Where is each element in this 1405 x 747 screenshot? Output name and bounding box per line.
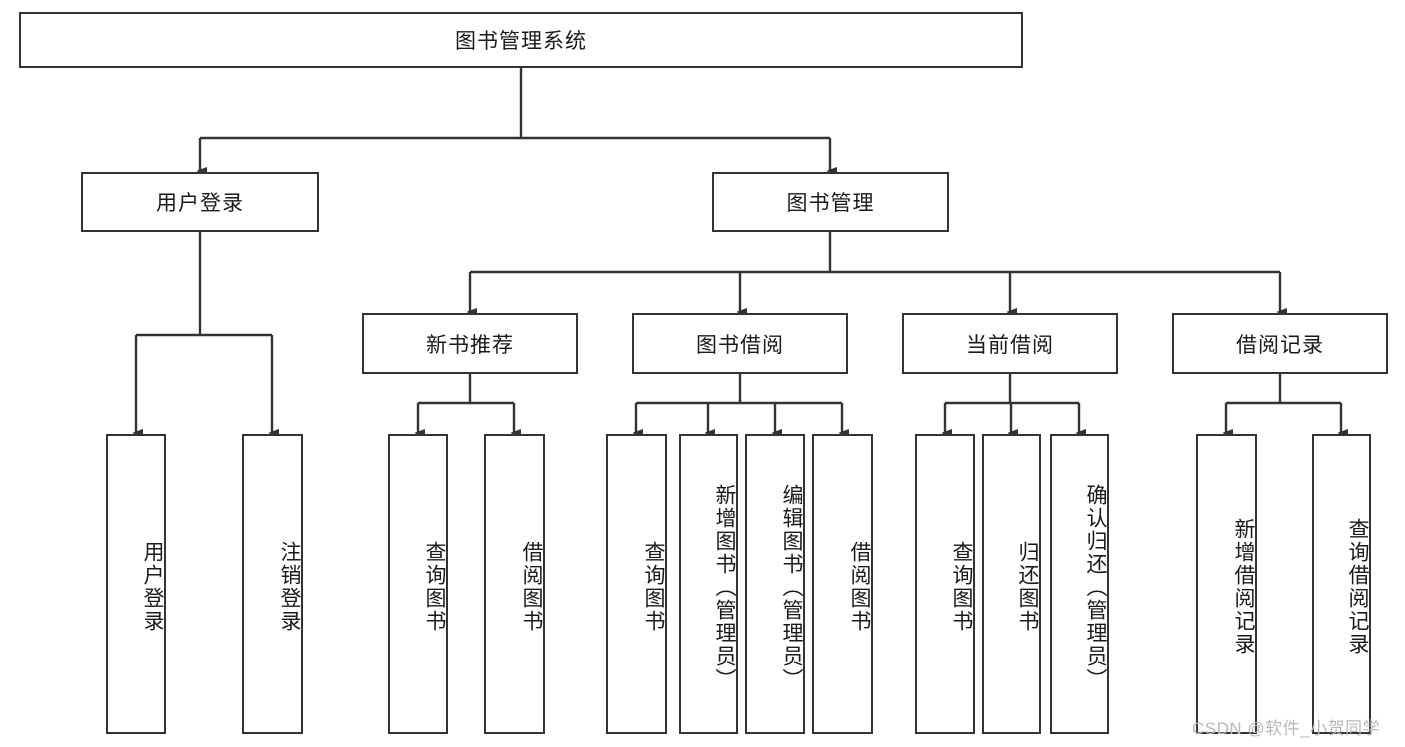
node-leaf-borrow-book-rec-label: 借阅图书 [520, 541, 543, 633]
node-leaf-confirm-return-label: 确认归还（管理员） [1084, 483, 1107, 691]
node-new-book-rec-label: 新书推荐 [426, 333, 514, 357]
node-leaf-query-book-cur[interactable]: 查询图书 [915, 434, 975, 734]
node-leaf-confirm-return[interactable]: 确认归还（管理员） [1050, 434, 1109, 734]
node-leaf-add-record-label: 新增借阅记录 [1232, 518, 1255, 656]
node-leaf-logout-label: 注销登录 [278, 541, 301, 633]
node-leaf-query-book-cur-label: 查询图书 [950, 541, 973, 633]
node-book-borrow[interactable]: 图书借阅 [632, 313, 848, 374]
node-root-label: 图书管理系统 [455, 30, 587, 53]
node-book-manage[interactable]: 图书管理 [712, 172, 949, 232]
node-leaf-user-login-label: 用户登录 [141, 541, 164, 633]
node-leaf-return-book-label: 归还图书 [1016, 541, 1039, 633]
node-leaf-edit-book[interactable]: 编辑图书（管理员） [745, 434, 805, 734]
node-leaf-return-book[interactable]: 归还图书 [982, 434, 1041, 734]
node-leaf-query-book-rec[interactable]: 查询图书 [388, 434, 448, 734]
node-leaf-edit-book-label: 编辑图书（管理员） [780, 483, 803, 691]
node-leaf-add-book[interactable]: 新增图书（管理员） [679, 434, 738, 734]
node-leaf-query-book-label: 查询图书 [642, 541, 665, 633]
node-leaf-user-login[interactable]: 用户登录 [106, 434, 166, 734]
node-current-borrow[interactable]: 当前借阅 [902, 313, 1118, 374]
node-leaf-borrow-book[interactable]: 借阅图书 [812, 434, 873, 734]
node-book-manage-label: 图书管理 [786, 192, 875, 215]
node-book-borrow-label: 图书借阅 [696, 333, 784, 357]
node-leaf-query-book[interactable]: 查询图书 [606, 434, 667, 734]
node-new-book-rec[interactable]: 新书推荐 [362, 313, 578, 374]
node-leaf-query-record[interactable]: 查询借阅记录 [1312, 434, 1371, 734]
node-borrow-record[interactable]: 借阅记录 [1172, 313, 1388, 374]
node-leaf-logout[interactable]: 注销登录 [242, 434, 303, 734]
node-leaf-query-book-rec-label: 查询图书 [423, 541, 446, 633]
node-user-login[interactable]: 用户登录 [81, 172, 319, 232]
node-user-login-label: 用户登录 [156, 192, 244, 215]
node-borrow-record-label: 借阅记录 [1236, 333, 1324, 357]
node-leaf-add-book-label: 新增图书（管理员） [713, 483, 736, 691]
node-leaf-add-record[interactable]: 新增借阅记录 [1196, 434, 1257, 734]
node-current-borrow-label: 当前借阅 [966, 333, 1054, 357]
node-leaf-borrow-book-rec[interactable]: 借阅图书 [484, 434, 545, 734]
node-root[interactable]: 图书管理系统 [19, 12, 1023, 68]
node-leaf-query-record-label: 查询借阅记录 [1346, 518, 1369, 656]
node-leaf-borrow-book-label: 借阅图书 [848, 541, 871, 633]
